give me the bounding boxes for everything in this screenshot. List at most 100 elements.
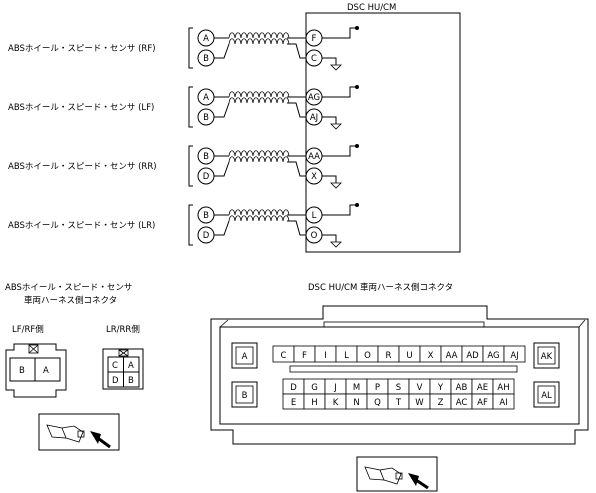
module-wire bbox=[322, 116, 337, 124]
hu-left-block-outer bbox=[231, 381, 258, 408]
sensor-label: ABSホイール・スピード・センサ (RR) bbox=[8, 162, 157, 172]
rear-connector-label: LR/RR側 bbox=[106, 324, 140, 335]
hu-pin-label: AD bbox=[466, 351, 479, 361]
hu-pin-label: R bbox=[386, 351, 392, 361]
rear-connector: C A D B bbox=[102, 348, 144, 390]
module-wire bbox=[322, 57, 337, 65]
rear-pin-4: B bbox=[128, 376, 134, 386]
module-title: DSC HU/CM bbox=[347, 3, 396, 13]
hu-pin-cell bbox=[492, 393, 515, 410]
wire bbox=[214, 43, 230, 59]
front-connector-lock bbox=[28, 344, 39, 354]
sensor-pin-label: B bbox=[203, 152, 209, 162]
module-box bbox=[305, 12, 461, 253]
module-pin-label: AA bbox=[308, 152, 320, 162]
hu-pin-cell bbox=[503, 345, 526, 363]
module-pin-label: X bbox=[311, 172, 317, 182]
ground-icon bbox=[330, 123, 342, 130]
hu-left-block-inner bbox=[235, 346, 254, 365]
front-pin-2: A bbox=[43, 366, 49, 376]
wire bbox=[287, 102, 306, 118]
hu-pin-label: Q bbox=[374, 398, 381, 408]
wire bbox=[214, 102, 230, 118]
sensor-label: ABSホイール・スピード・センサ (LR) bbox=[8, 221, 155, 231]
hu-pin-label: X bbox=[428, 351, 434, 361]
hu-center-bar bbox=[289, 365, 518, 373]
module-wire bbox=[322, 175, 337, 183]
ground-icon bbox=[330, 64, 342, 71]
junction-dot bbox=[355, 203, 359, 207]
rear-pin-3: D bbox=[112, 376, 119, 386]
hu-right-block-inner bbox=[537, 385, 556, 404]
sensor-pin-label: B bbox=[203, 211, 209, 221]
hu-pin-label: Y bbox=[437, 383, 444, 393]
hu-pin-label: AA bbox=[446, 351, 458, 361]
hu-right-block-outer bbox=[533, 342, 560, 369]
wire bbox=[214, 161, 230, 177]
wire bbox=[287, 220, 306, 236]
twisted-pair bbox=[228, 150, 290, 163]
hu-pin-label: L bbox=[344, 351, 349, 361]
view-direction-icon bbox=[38, 413, 120, 451]
module-pin-label: L bbox=[312, 211, 317, 221]
module-wire bbox=[322, 27, 356, 39]
hu-right-block-label: AK bbox=[541, 352, 553, 362]
module-pin-label: O bbox=[311, 231, 318, 241]
ground-icon bbox=[330, 241, 342, 248]
sensor-bracket bbox=[188, 27, 193, 69]
module-wire bbox=[322, 86, 356, 98]
hu-pin-label: O bbox=[364, 351, 371, 361]
hu-pin-label: I bbox=[324, 351, 327, 361]
front-connector: B A bbox=[5, 343, 67, 398]
rear-pin-1: C bbox=[112, 361, 118, 371]
hu-pin-label: K bbox=[333, 398, 339, 408]
hu-pin-label: E bbox=[291, 398, 296, 408]
hu-pin-label: T bbox=[395, 398, 402, 408]
hu-pin-label: C bbox=[281, 351, 287, 361]
junction-dot bbox=[355, 144, 359, 148]
sensor-label: ABSホイール・スピード・センサ (RF) bbox=[8, 44, 156, 54]
hu-pin-label: Z bbox=[438, 398, 444, 408]
module-pin-label: AJ bbox=[310, 113, 318, 123]
junction-dot bbox=[355, 85, 359, 89]
rear-pin-2: A bbox=[128, 361, 134, 371]
sensor-bracket bbox=[188, 204, 193, 246]
hu-right-block-label: AL bbox=[541, 391, 552, 401]
hu-pin-label: W bbox=[415, 398, 424, 408]
hu-right-block-outer bbox=[533, 381, 560, 408]
hu-pin-label: AI bbox=[499, 398, 507, 408]
twisted-pair bbox=[228, 32, 290, 45]
sensor-pin-label: A bbox=[203, 34, 209, 44]
hu-pin-label: AF bbox=[477, 398, 488, 408]
hu-left-block-label: B bbox=[242, 391, 248, 401]
module-wire bbox=[322, 234, 337, 242]
hu-pin-label: D bbox=[290, 383, 297, 393]
sensor-pin-label: B bbox=[203, 113, 209, 123]
hu-pin-label: U bbox=[406, 351, 412, 361]
twisted-pair bbox=[228, 91, 290, 104]
hu-view-direction-icon bbox=[356, 456, 438, 492]
front-connector-label: LF/RF側 bbox=[12, 324, 44, 335]
sensor-bracket bbox=[188, 86, 193, 128]
hu-pin-label: AC bbox=[456, 398, 468, 408]
sensor-label: ABSホイール・スピード・センサ (LF) bbox=[8, 103, 154, 113]
sensor-pin-label: D bbox=[203, 231, 210, 241]
hu-left-block-inner bbox=[235, 385, 254, 404]
twisted-pair bbox=[228, 209, 290, 222]
junction-dot bbox=[355, 26, 359, 30]
sensor-connector-title-1: ABSホイール・スピード・センサ bbox=[5, 283, 132, 293]
module-pin-label: AG bbox=[308, 93, 320, 103]
hu-pin-label: AJ bbox=[510, 351, 518, 361]
hu-pin-label: AB bbox=[456, 383, 468, 393]
wire bbox=[214, 220, 230, 236]
module-pin-label: F bbox=[312, 34, 317, 44]
hu-pin-label: AH bbox=[497, 383, 509, 393]
hu-pin-label: M bbox=[353, 383, 360, 393]
hu-pin-label: H bbox=[311, 398, 317, 408]
hu-right-block-inner bbox=[537, 346, 556, 365]
